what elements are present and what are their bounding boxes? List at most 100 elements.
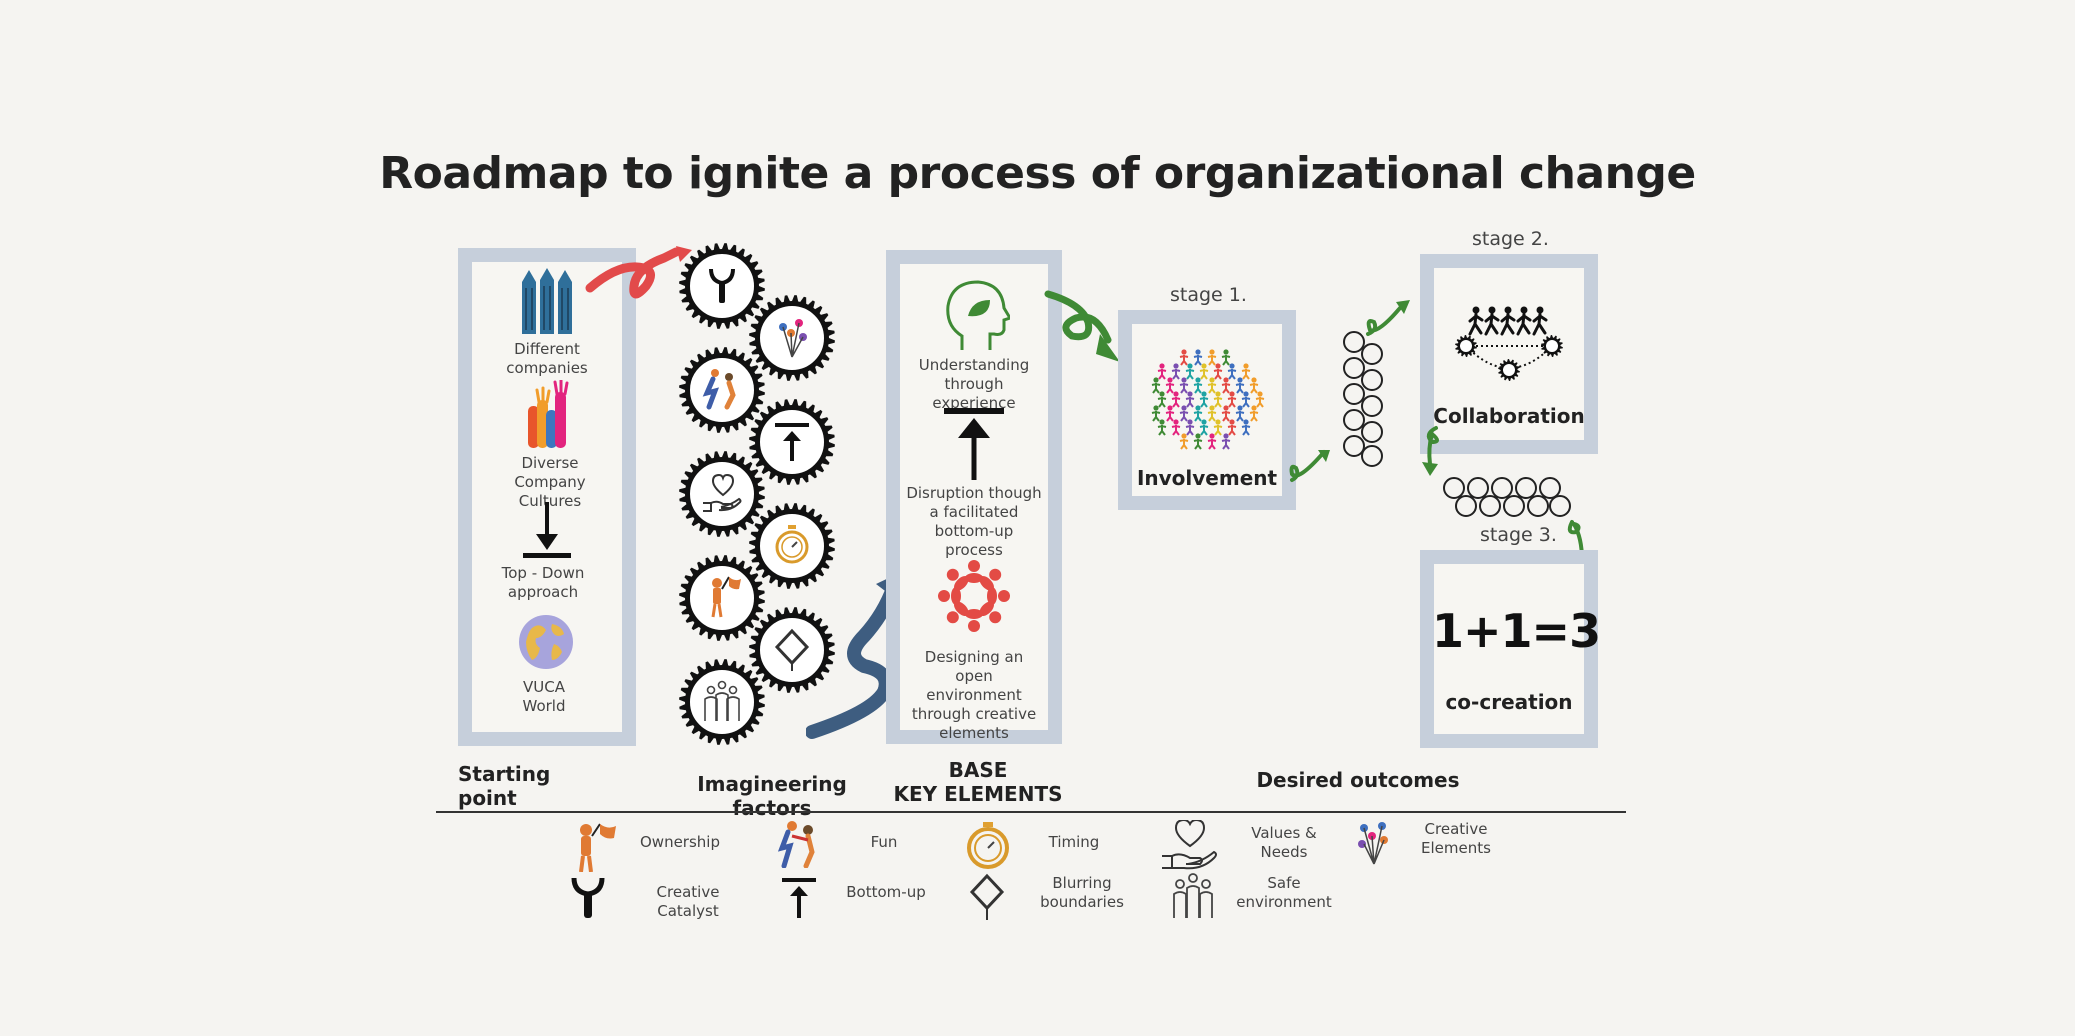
starting-point-label: Starting point [458, 762, 608, 810]
crowd-person [1222, 405, 1230, 421]
crowd-person [1214, 419, 1222, 435]
crowd-person [1194, 433, 1202, 449]
group-icon [1168, 872, 1218, 918]
crowd-person [1172, 419, 1180, 435]
legend-text: Timing [1024, 833, 1124, 852]
crowd-person [1200, 391, 1208, 407]
crowd-person [1242, 391, 1250, 407]
legend-text: Creative Elements [1410, 820, 1502, 858]
legend-text: Safe environment [1236, 874, 1332, 912]
starting-item-text: Different companies [488, 340, 606, 378]
walker-figure [1502, 307, 1514, 335]
crowd-person [1186, 391, 1194, 407]
crowd-person [1194, 349, 1202, 365]
green-arrow-small [1364, 298, 1414, 340]
crowd-person [1250, 377, 1258, 393]
person-head [998, 590, 1010, 602]
crowd-person [1172, 391, 1180, 407]
arrow-up-icon [782, 878, 816, 918]
crowd-person [1194, 377, 1202, 393]
crowd-person [1208, 377, 1216, 393]
crowd-person [1236, 377, 1244, 393]
crowd-person [1152, 405, 1160, 421]
globe-icon [518, 614, 574, 670]
gear-hole [1546, 340, 1558, 352]
crowd-person [1256, 391, 1264, 407]
crowd-person [1186, 363, 1194, 379]
flowers-icon [1354, 818, 1394, 866]
heart-hand-icon [1160, 820, 1218, 870]
green-arrow-small [1420, 424, 1450, 476]
crowd-person [1158, 419, 1166, 435]
crowd-person [1152, 377, 1160, 393]
green-arrow-small [1288, 448, 1332, 486]
walker-figure [1534, 307, 1546, 335]
crowd-person [1222, 377, 1230, 393]
person-head [938, 590, 950, 602]
stopwatch-icon [966, 820, 1010, 870]
walker-figure [1518, 307, 1530, 335]
collaboration-icon [1454, 306, 1564, 386]
legend-text: Ownership [628, 833, 732, 852]
person-head [989, 569, 1001, 581]
stage2-label: stage 2. [1472, 228, 1549, 250]
crowd-person [1172, 363, 1180, 379]
head-leaf-icon [944, 280, 1010, 354]
crowd-person [1208, 349, 1216, 365]
crowd-person [1180, 377, 1188, 393]
person-head [989, 611, 1001, 623]
crowd-person [1214, 391, 1222, 407]
base-label-line2: KEY ELEMENTS [880, 782, 1076, 806]
circle-people-icon [936, 556, 1012, 636]
crowd-person [1228, 419, 1236, 435]
crowd-person [1242, 363, 1250, 379]
involvement-label: Involvement [1132, 466, 1282, 490]
crowd-person [1166, 405, 1174, 421]
crowd-person [1200, 419, 1208, 435]
legend-text: Fun [854, 833, 914, 852]
crowd-person [1208, 433, 1216, 449]
legend-divider [436, 811, 1626, 813]
person-head [947, 569, 959, 581]
crowd-person [1228, 363, 1236, 379]
crowd-person [1166, 377, 1174, 393]
crowd-person [1158, 363, 1166, 379]
gear-hole [1460, 340, 1472, 352]
legend-text: Creative Catalyst [628, 883, 748, 921]
crowd-person [1242, 419, 1250, 435]
person-head [968, 620, 980, 632]
person-head [947, 611, 959, 623]
circle-chain-vertical [1340, 330, 1386, 468]
slingshot-icon [570, 874, 606, 920]
desired-outcomes-label: Desired outcomes [1238, 768, 1478, 792]
base-label-line1: BASE [898, 758, 1058, 782]
dancing-people-icon [778, 818, 822, 868]
stage1-label: stage 1. [1170, 284, 1247, 306]
legend-text: Values & Needs [1238, 824, 1330, 862]
crowd-person [1200, 363, 1208, 379]
starting-item-text: VUCA World [508, 678, 580, 716]
arrow-up-icon [944, 408, 1004, 480]
crowd-person [1250, 405, 1258, 421]
diamond-icon [968, 872, 1006, 920]
green-arrow-to-stage1 [1044, 288, 1126, 364]
buildings-icon [518, 266, 576, 334]
legend-text: Blurring boundaries [1030, 874, 1134, 912]
crowd-person [1158, 391, 1166, 407]
ownership-icon [572, 822, 618, 872]
raised-hands-icon [522, 380, 572, 448]
gear-group-icon [677, 657, 767, 747]
walker-figure [1470, 307, 1482, 335]
stage3-label: stage 3. [1480, 524, 1557, 546]
collaboration-label: Collaboration [1430, 404, 1588, 428]
crowd-person [1180, 433, 1188, 449]
crowd-person [1180, 349, 1188, 365]
crowd-person [1228, 391, 1236, 407]
crowd-person [1222, 433, 1230, 449]
crowd-person [1222, 349, 1230, 365]
crowd-person [1180, 405, 1188, 421]
arrow-down-icon [522, 500, 572, 560]
base-item-text: Designing an open environment through cr… [906, 648, 1042, 743]
crowd-person [1208, 405, 1216, 421]
legend-text: Bottom-up [846, 883, 926, 902]
